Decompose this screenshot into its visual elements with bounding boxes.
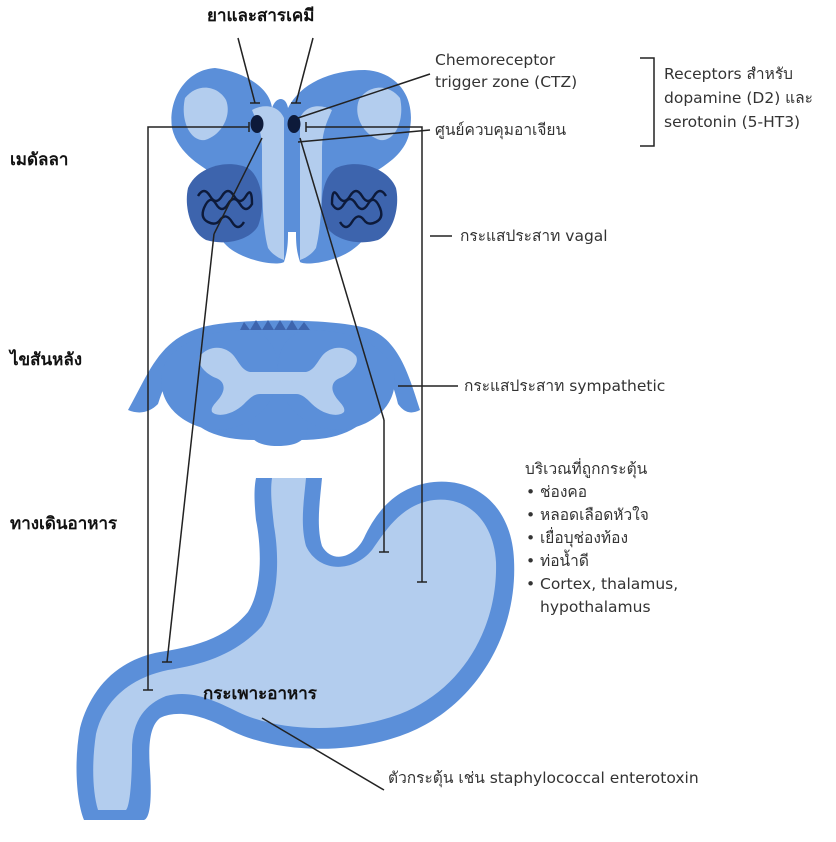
stimulus-label: ตัวกระตุ้น เช่น staphylococcal enterotox… — [388, 768, 699, 789]
stomach-label: กระเพาะอาหาร — [203, 684, 317, 705]
gi-tract-label: ทางเดินอาหาร — [10, 514, 117, 535]
spinal-ventral-bump — [248, 428, 308, 446]
drugs-label: ยาและสารเคมี — [207, 6, 314, 27]
stomach-lumen — [93, 478, 496, 810]
list-item: ช่องคอ — [525, 481, 678, 504]
receptors-label-line2: dopamine (D2) และ — [664, 88, 813, 109]
ctz-label-line1: Chemoreceptor — [435, 50, 555, 71]
spinal-cord-label: ไขสันหลัง — [10, 350, 82, 371]
receptors-label-line3: serotonin (5-HT3) — [664, 112, 800, 133]
stimulated-areas-items: ช่องคอ หลอดเลือดหัวใจ เยื่อบุช่องท้อง ท่… — [525, 481, 678, 596]
sympathetic-label: กระแสประสาท sympathetic — [464, 376, 665, 397]
list-item-continuation: hypothalamus — [525, 596, 678, 619]
medulla-illustration — [171, 68, 411, 264]
list-item: Cortex, thalamus, — [525, 573, 678, 596]
receptors-label-line1: Receptors สำหรับ — [664, 64, 793, 85]
stimulated-areas-list: บริเวณที่ถูกกระตุ้น ช่องคอ หลอดเลือดหัวใ… — [525, 458, 678, 619]
medulla-dark-left — [187, 164, 262, 242]
medulla-dark-right — [322, 164, 397, 242]
ctz-label-line2: trigger zone (CTZ) — [435, 72, 577, 93]
stimulated-areas-heading: บริเวณที่ถูกกระตุ้น — [525, 458, 678, 481]
list-item: เยื่อบุช่องท้อง — [525, 527, 678, 550]
vagal-label: กระแสประสาท vagal — [460, 226, 608, 247]
list-item: ท่อน้ำดี — [525, 550, 678, 573]
list-item: หลอดเลือดหัวใจ — [525, 504, 678, 527]
nucleus-left — [251, 115, 264, 133]
spinal-cord-illustration — [128, 320, 420, 446]
vomiting-center-label: ศูนย์ควบคุมอาเจียน — [435, 120, 566, 141]
medulla-label: เมดัลลา — [10, 150, 68, 171]
